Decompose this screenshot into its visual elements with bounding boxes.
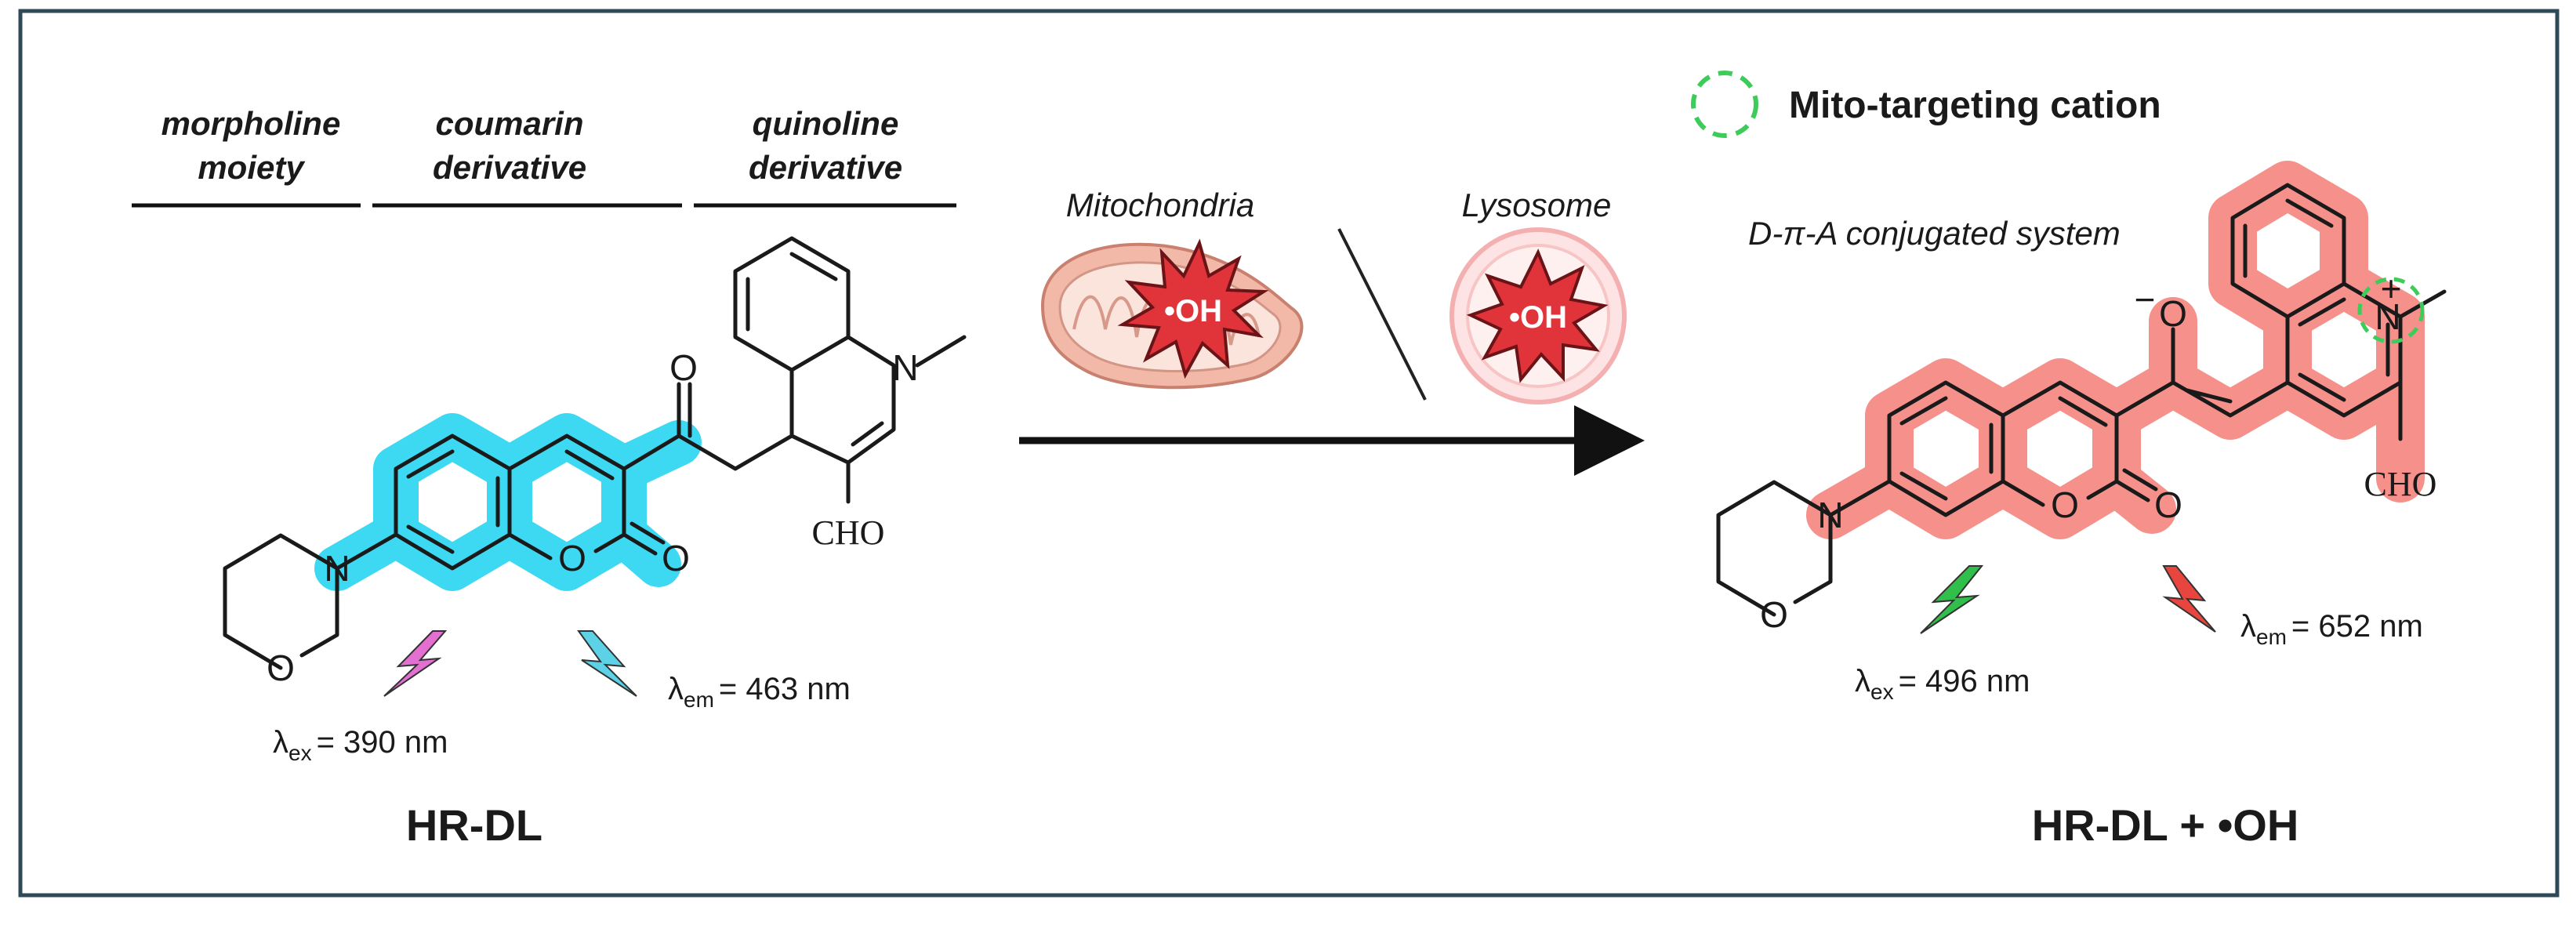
right-morpholine-o: O bbox=[1760, 594, 1788, 635]
separator-slash bbox=[1337, 228, 1427, 401]
lysosome-icon: •OH bbox=[1449, 227, 1627, 404]
left-ring-o: O bbox=[558, 538, 586, 579]
legend-label: Mito-targeting cation bbox=[1789, 85, 2161, 126]
pyranone-double-bond bbox=[564, 449, 615, 481]
morpholine-ring bbox=[223, 533, 339, 670]
left-atom-n: N bbox=[324, 548, 350, 589]
morpholine-label-1: morpholine bbox=[161, 105, 341, 142]
magenta-lightning-icon bbox=[383, 630, 448, 697]
right-benzo-double-bonds bbox=[1899, 396, 1994, 501]
right-atom-n: N bbox=[1817, 495, 1843, 535]
right-lactone-o: O bbox=[2154, 484, 2182, 525]
right-enolate-o: O bbox=[2159, 293, 2187, 334]
mitochondrion-icon: •OH bbox=[1040, 238, 1304, 390]
quinoline-rings bbox=[733, 236, 896, 465]
lysosome-label: Lysosome bbox=[1462, 187, 1612, 223]
mito-radical-label: •OH bbox=[1164, 294, 1222, 328]
right-compound-name: HR-DL + •OH bbox=[2032, 800, 2299, 850]
reaction-center: Mitochondria Lysosome •OH •OH bbox=[1019, 187, 1645, 476]
right-lactone-carbonyl bbox=[2114, 468, 2158, 502]
coumarin-label-1: coumarin bbox=[435, 105, 583, 142]
n-methyl bbox=[915, 335, 967, 368]
morpholine-label-2: moiety bbox=[198, 149, 306, 186]
header-labels: morpholine moiety coumarin derivative qu… bbox=[132, 105, 956, 208]
benzo-double-bonds bbox=[406, 449, 500, 554]
lyso-radical-label: •OH bbox=[1509, 300, 1567, 335]
left-molecule: N O O O O N CHO λex= 390 nm λem= 463 nm … bbox=[223, 236, 967, 850]
legend: Mito-targeting cation bbox=[1691, 71, 2161, 138]
right-quinoline-double-bonds bbox=[2243, 198, 2390, 402]
right-aldehyde: CHO bbox=[2364, 465, 2437, 503]
right-morpholine-ring bbox=[1716, 480, 1833, 617]
left-quinoline-n: N bbox=[892, 347, 918, 388]
left-lambda-ex: λex= 390 nm bbox=[273, 725, 448, 765]
coumarin-label-2: derivative bbox=[433, 149, 586, 186]
mitochondria-label: Mitochondria bbox=[1066, 187, 1254, 223]
quinoline-label-2: derivative bbox=[749, 149, 902, 186]
dpa-system-label: D-π-A conjugated system bbox=[1748, 215, 2121, 252]
cyan-lightning-icon bbox=[577, 630, 637, 697]
mito-target-legend-icon bbox=[1691, 71, 1758, 138]
left-lambda-em: λem= 463 nm bbox=[668, 672, 851, 712]
red-lightning-icon bbox=[2162, 565, 2216, 633]
right-minus-charge: − bbox=[2135, 279, 2156, 320]
mito-target-circle-icon bbox=[2357, 277, 2425, 344]
right-molecule: D-π-A conjugated system N O O O O − N + … bbox=[1716, 161, 2447, 850]
green-lightning-icon bbox=[1920, 565, 1984, 634]
right-lambda-ex: λex= 496 nm bbox=[1855, 664, 2030, 704]
left-ketone-o: O bbox=[669, 347, 698, 388]
left-compound-name: HR-DL bbox=[406, 800, 542, 850]
left-aldehyde: CHO bbox=[812, 513, 885, 552]
methylene-chain bbox=[677, 433, 794, 471]
quinoline-label-1: quinoline bbox=[753, 105, 899, 142]
left-morpholine-o: O bbox=[267, 648, 295, 688]
right-ring-o: O bbox=[2051, 484, 2079, 525]
right-n-aryl-bond bbox=[1828, 479, 1892, 517]
right-plus-charge: + bbox=[2381, 268, 2402, 309]
right-vinyl-bond bbox=[2171, 380, 2290, 418]
right-quinolinium-n: N bbox=[2375, 296, 2400, 337]
right-pyranone-double-bond bbox=[2058, 396, 2108, 427]
quinoline-double-bonds bbox=[746, 252, 884, 447]
lactone-carbonyl bbox=[622, 521, 666, 556]
n-aryl-bond bbox=[335, 532, 398, 571]
left-lactone-o: O bbox=[662, 538, 690, 579]
right-benzo-fused-ring bbox=[2230, 183, 2346, 319]
right-lambda-em: λem= 652 nm bbox=[2240, 609, 2423, 649]
